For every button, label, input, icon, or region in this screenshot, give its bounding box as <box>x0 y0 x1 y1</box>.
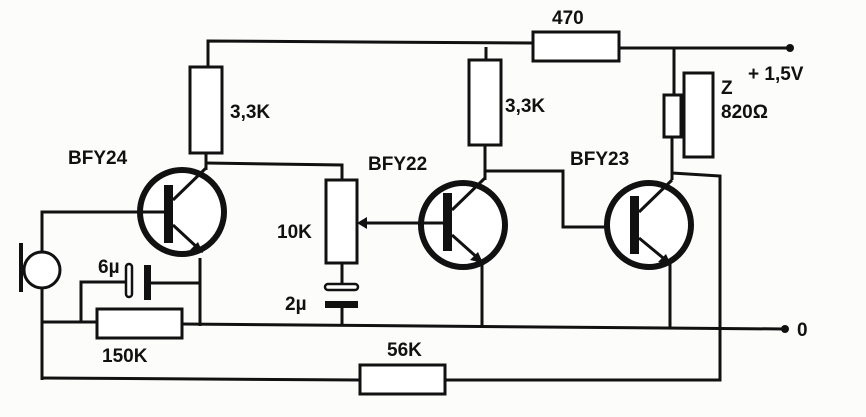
transistor-bfy23 <box>604 178 694 270</box>
label-pot: 10K <box>277 222 312 243</box>
transistor-bfy24 <box>137 166 227 257</box>
label-q1: BFY24 <box>68 148 128 169</box>
wire <box>41 376 361 382</box>
capacitor-2u-plate <box>325 301 358 308</box>
label-c-emitter: 6µ <box>98 257 120 278</box>
capacitor-2u-plate <box>323 282 360 292</box>
label-supply-terminal: + 1,5V <box>748 64 804 85</box>
label-r-feedback: 56K <box>387 340 422 361</box>
label-load-z: Z <box>721 78 733 99</box>
label-load-value: 820Ω <box>721 102 768 123</box>
wire <box>79 280 126 322</box>
label-r-c2: 3,3K <box>505 96 545 117</box>
supply-rail <box>206 39 794 67</box>
load-z-820 <box>682 71 715 159</box>
resistor-470 <box>531 30 621 63</box>
label-q3: BFY23 <box>570 149 629 170</box>
label-r-bias: 150K <box>102 346 148 367</box>
resistor-3k3-q1 <box>188 65 224 155</box>
resistor-150k <box>95 307 184 340</box>
label-r-supply: 470 <box>552 8 584 29</box>
label-ground-terminal: 0 <box>797 320 808 341</box>
wire <box>205 161 344 180</box>
capacitor-6u-plate <box>124 262 134 299</box>
potentiometer-10k <box>324 178 359 265</box>
label-r-c1: 3,3K <box>230 102 270 123</box>
transistor-bfy22 <box>418 176 508 270</box>
wire <box>40 210 140 253</box>
label-c-couple: 2µ <box>285 294 307 315</box>
wire <box>485 169 607 229</box>
capacitor-6u-plate <box>144 265 151 300</box>
wire <box>445 171 722 382</box>
wiper-arrow-icon <box>357 217 367 229</box>
resistor-3k3-q2 <box>467 58 503 147</box>
resistor-small <box>662 93 683 139</box>
resistor-56k <box>358 363 447 396</box>
label-q2: BFY22 <box>368 154 427 175</box>
